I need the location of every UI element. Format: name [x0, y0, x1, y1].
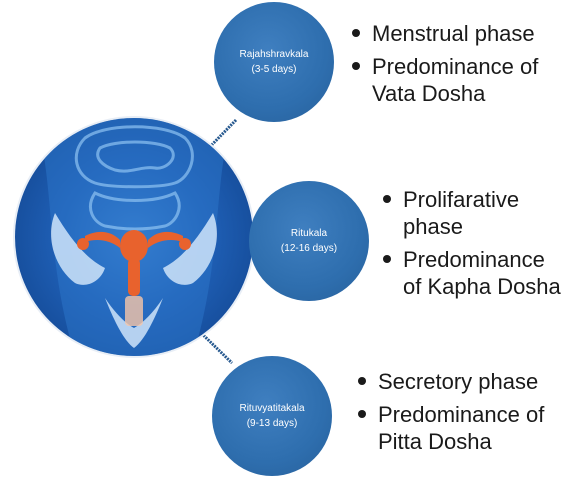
- bullet-item: Menstrual phase: [350, 20, 550, 47]
- bullet-item: Predominance of Kapha Dosha: [381, 246, 566, 300]
- phase-circle-ritukala: Ritukala (12-16 days): [249, 181, 369, 301]
- phase-days: (3-5 days): [251, 63, 296, 76]
- phase-circle-rituvyatitakala: Rituvyatitakala (9-13 days): [212, 356, 332, 476]
- bullet-item: Secretory phase: [356, 368, 556, 395]
- bullet-list-rajahshravkala: Menstrual phase Predominance of Vata Dos…: [350, 20, 550, 107]
- bullet-item: Predominance of Pitta Dosha: [356, 401, 556, 455]
- uterus-anatomy-icon: [15, 118, 253, 356]
- phase-days: (12-16 days): [281, 242, 337, 255]
- phase-days: (9-13 days): [247, 417, 298, 430]
- phase-name: Ritukala: [291, 227, 327, 240]
- phase-name: Rituvyatitakala: [239, 402, 304, 415]
- bullet-list-ritukala: Prolifarative phase Predominance of Kaph…: [381, 186, 566, 300]
- bullet-list-rituvyatitakala: Secretory phase Predominance of Pitta Do…: [356, 368, 556, 455]
- bullet-item: Prolifarative phase: [381, 186, 566, 240]
- phase-circle-rajahshravkala: Rajahshravkala (3-5 days): [214, 2, 334, 122]
- phase-name: Rajahshravkala: [240, 48, 309, 61]
- bullet-item: Predominance of Vata Dosha: [350, 53, 550, 107]
- uterus-illustration: [15, 118, 253, 356]
